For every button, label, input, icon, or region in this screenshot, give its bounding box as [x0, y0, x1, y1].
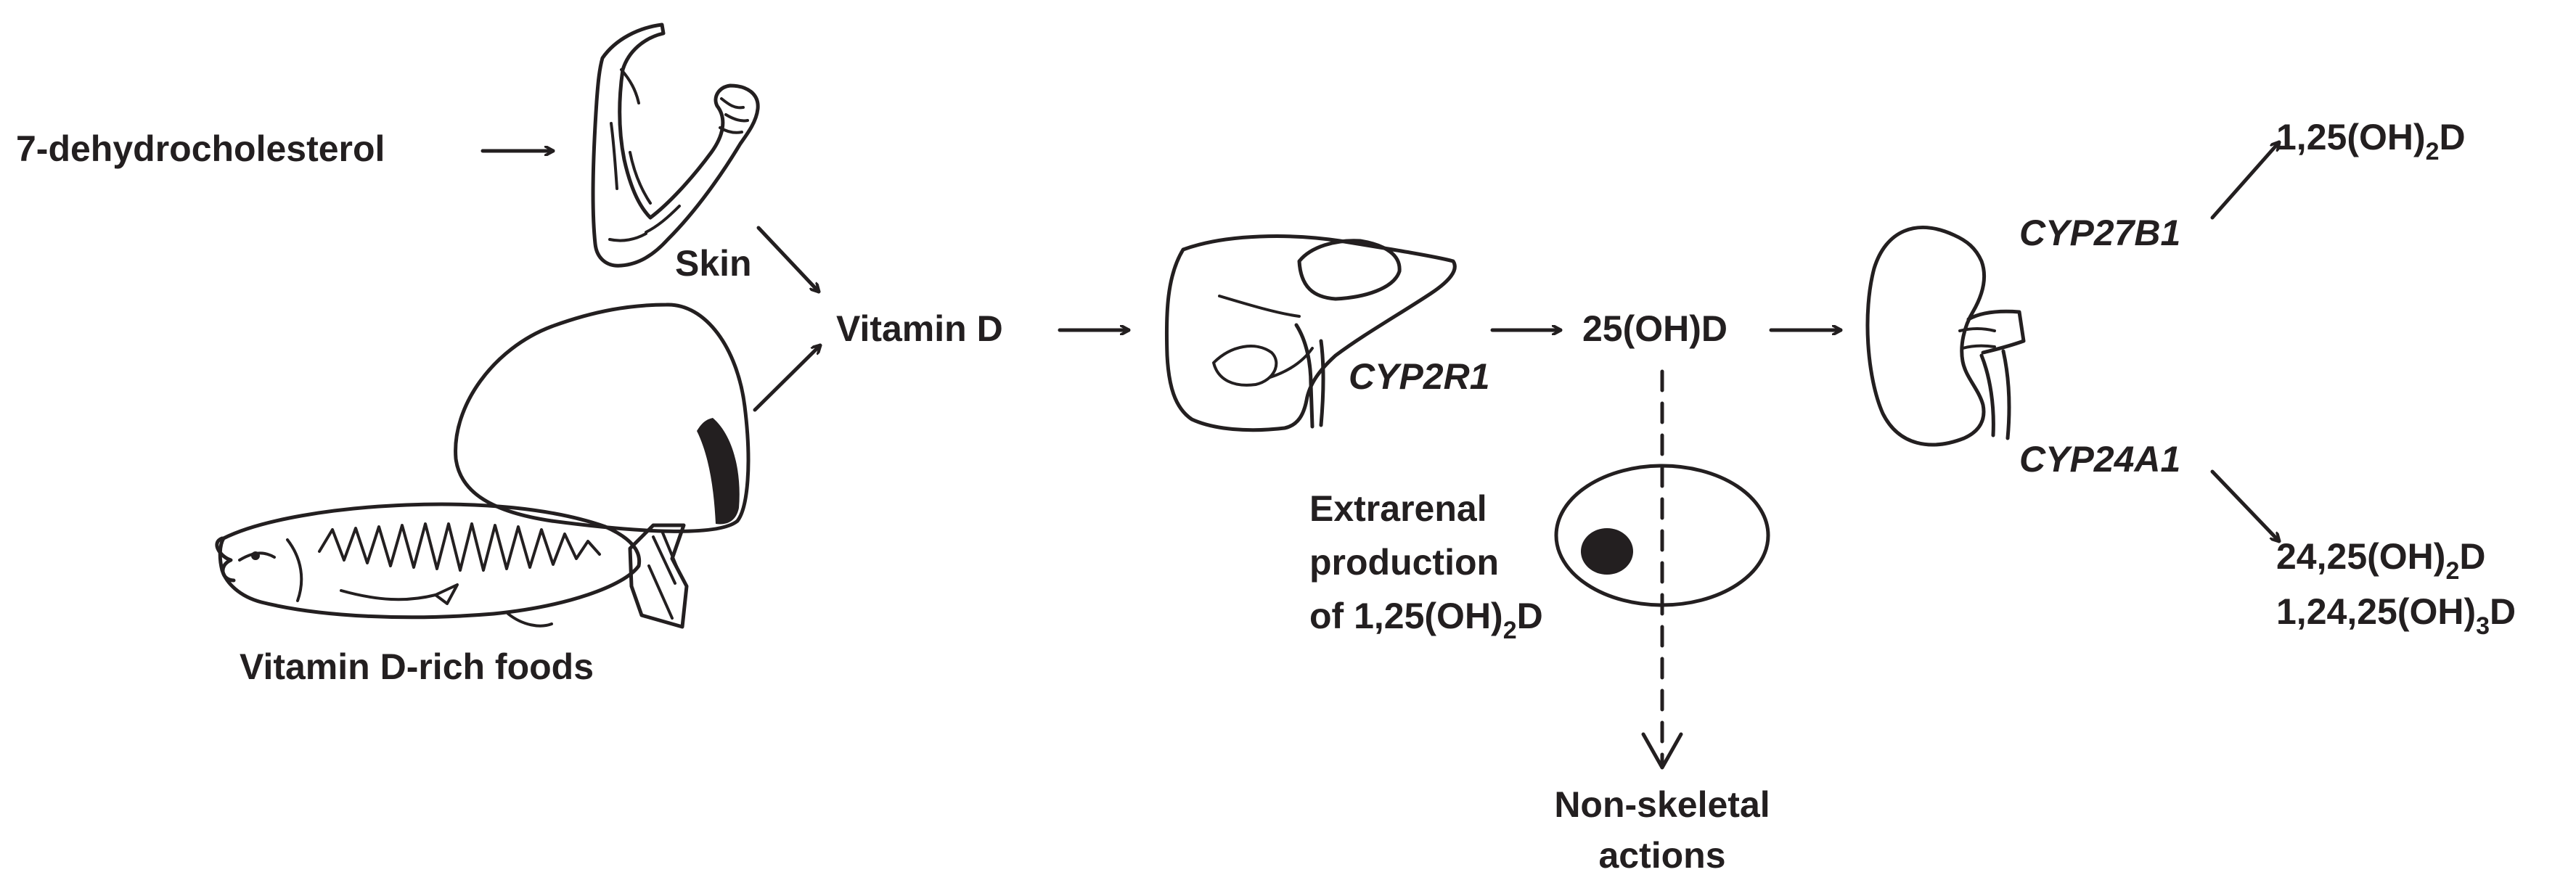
extrarenal-line3: of 1,25(OH)2D [1309, 596, 1543, 644]
arrow-foods-to-vitamin-d [753, 345, 820, 412]
product-2425-post: D [2459, 536, 2485, 577]
extrarenal-line3-sub: 2 [1503, 617, 1517, 644]
arrow-head-nonskeletal [1641, 732, 1683, 770]
extrarenal-line2: production [1309, 542, 1499, 583]
product-calcitriol-label: 1,25(OH)2D [2276, 117, 2466, 165]
nonskeletal-line2: actions [1598, 835, 1725, 876]
product-12425-pre: 1,24,25(OH) [2276, 591, 2476, 632]
foods-label: Vitamin D-rich foods [240, 646, 594, 687]
product-12425-post: D [2490, 591, 2516, 632]
arrow-skin-to-vitamin-d [756, 226, 819, 292]
cell-icon [1554, 464, 1770, 607]
cyp2r1-label: CYP2R1 [1349, 356, 1490, 397]
salmon-icon [215, 502, 689, 629]
product-calcitriol-pre: 1,25(OH) [2276, 117, 2426, 157]
arrow-cyp24a1-to-inactive [2210, 469, 2279, 541]
egg-icon [454, 303, 751, 533]
vitamin-d-label: Vitamin D [836, 308, 1003, 349]
cell-nucleus-icon [1581, 528, 1633, 575]
product-12425-sub: 3 [2476, 612, 2490, 640]
calcidiol-label: 25(OH)D [1582, 308, 1727, 349]
arrow-cyp27b1-to-calcitriol [2210, 142, 2279, 220]
product-2425-sub: 2 [2445, 557, 2459, 585]
skin-label: Skin [675, 243, 752, 284]
product-calcitriol-sub: 2 [2426, 138, 2440, 165]
product-calcitriol-post: D [2440, 117, 2466, 157]
cyp24a1-label: CYP24A1 [2019, 439, 2180, 480]
extrarenal-line1: Extrarenal [1309, 488, 1487, 529]
extrarenal-line3-pre: of 1,25(OH) [1309, 596, 1503, 636]
nonskeletal-line1: Non-skeletal [1554, 784, 1770, 825]
extrarenal-line3-post: D [1517, 596, 1543, 636]
liver-icon [1164, 234, 1457, 432]
flexed-arm-icon [591, 22, 760, 268]
precursor-label: 7-dehydrocholesterol [16, 128, 385, 169]
product-12425-label: 1,24,25(OH)3D [2276, 591, 2516, 640]
kidney-icon [1865, 226, 2026, 447]
product-2425-pre: 24,25(OH) [2276, 536, 2445, 577]
product-2425-label: 24,25(OH)2D [2276, 536, 2485, 585]
cyp27b1-label: CYP27B1 [2019, 213, 2180, 253]
